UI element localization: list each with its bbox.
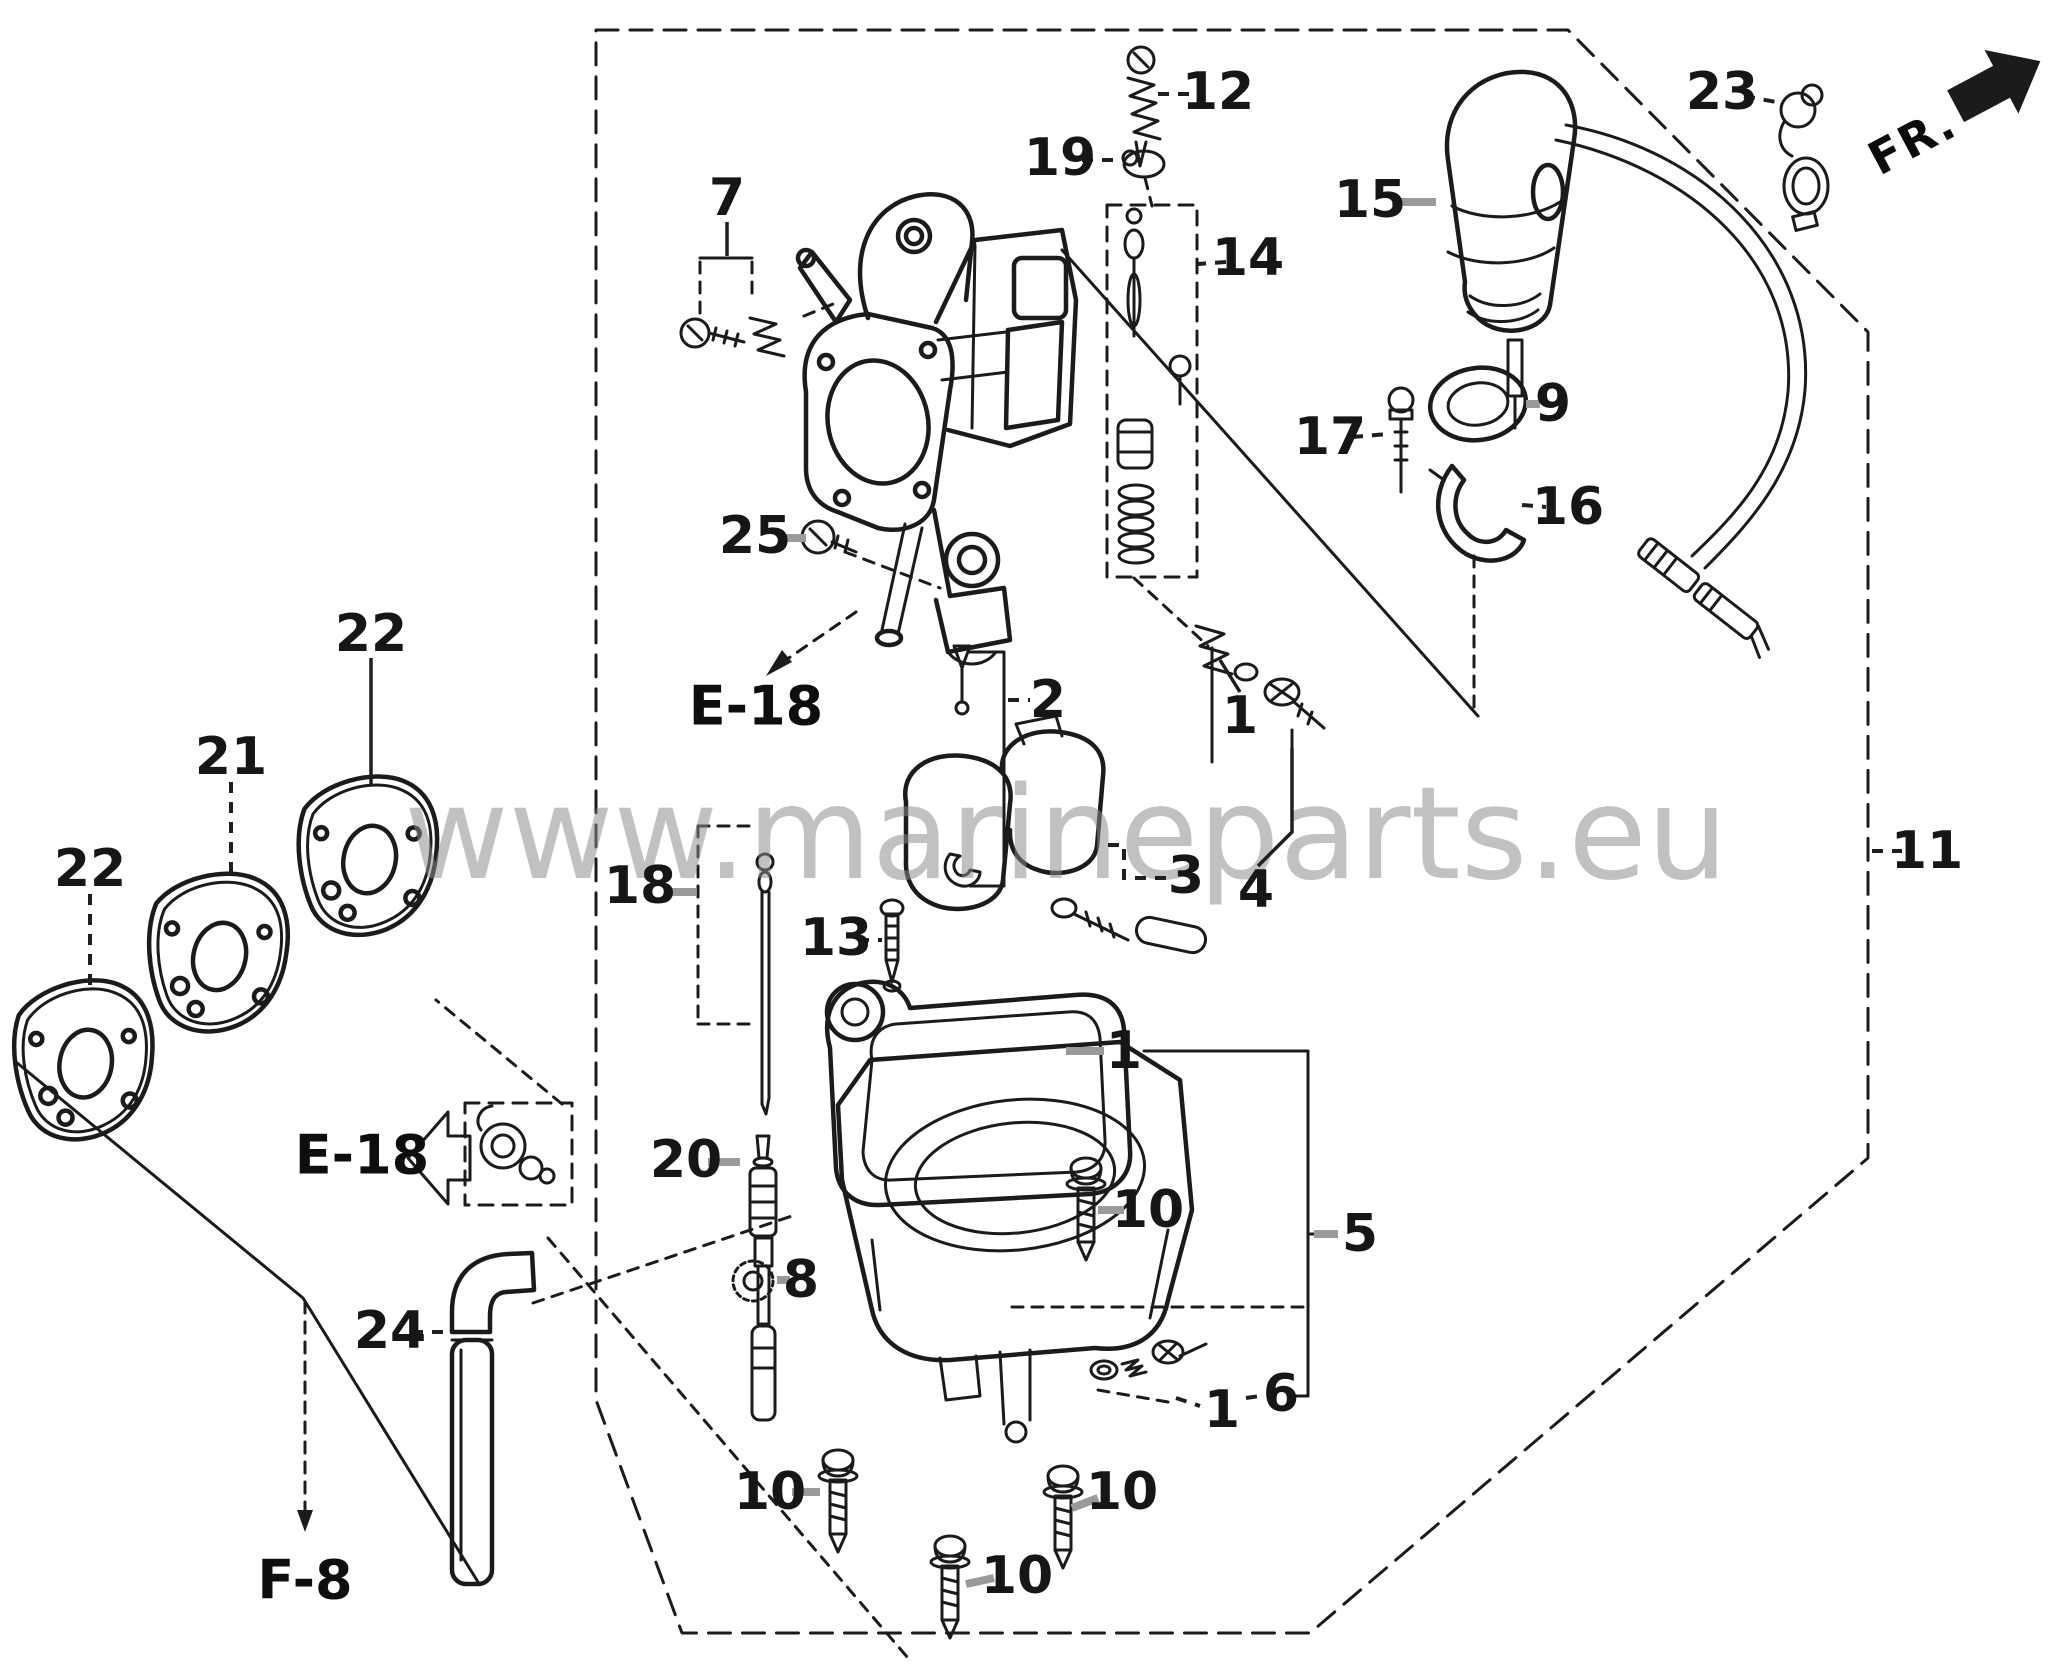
part-number-label: 10 [981, 1546, 1053, 1606]
part-number-label: 3 [1168, 846, 1204, 906]
part-number-label: 9 [1535, 374, 1571, 434]
part-7-screw-spring [679, 316, 786, 358]
pointer-lines [434, 176, 1480, 1660]
leader-line [1351, 432, 1389, 439]
leader-line [1743, 94, 1777, 104]
leader-line [1175, 1396, 1201, 1408]
part-2-float-valve [943, 644, 982, 888]
part-number-label: 14 [1212, 228, 1284, 288]
leader-line [1256, 748, 1294, 868]
part-18-jet-needle [696, 824, 775, 1116]
part-number-label: 4 [1238, 860, 1274, 920]
part-number-label: 16 [1532, 477, 1604, 537]
part-1-screw-set [1194, 624, 1326, 730]
fr-label: FR. [1859, 95, 1965, 185]
part-number-label: 5 [1342, 1204, 1378, 1264]
part-6-drain-screw-set [1089, 1339, 1208, 1404]
part-number-label: 23 [1686, 62, 1758, 122]
fr-direction: FR. [1859, 50, 2041, 186]
section-ref-label: E-18 [689, 675, 823, 738]
leader-line [1245, 1394, 1261, 1400]
part-19-clip [1121, 149, 1166, 179]
float-chamber-bowl [835, 1039, 1195, 1444]
part-14-needle-set-box [1105, 203, 1199, 579]
part-number-label: 8 [783, 1250, 819, 1310]
part-24-hose [449, 1250, 537, 1587]
part-number-label: 2 [1030, 670, 1066, 730]
part-number-label: 20 [650, 1130, 722, 1190]
leader-line [1070, 1494, 1100, 1512]
part-number-label: 10 [1112, 1180, 1184, 1240]
part-number-label: 1 [1222, 686, 1258, 746]
part-number-label: 10 [1086, 1462, 1158, 1522]
watermark: www.marineparts.eu [404, 760, 1728, 909]
leader-line [1100, 843, 1166, 880]
f8-pointer [14, 1060, 480, 1584]
e18-reference-box [463, 1101, 574, 1207]
part-number-label: 19 [1024, 128, 1096, 188]
carburetor-body-sketch [795, 192, 1079, 666]
part-25-screw [800, 519, 858, 555]
part-number-label: 25 [719, 506, 791, 566]
part-9-oring [1427, 365, 1529, 443]
part-20-nozzle [748, 1134, 778, 1422]
part-number-label: 11 [1891, 821, 1963, 881]
part-number-label: 1 [1106, 1021, 1142, 1081]
part-1-gasket-ring [824, 979, 1133, 1208]
part-number-label: 15 [1334, 170, 1406, 230]
part-number-label: 1 [1204, 1380, 1240, 1440]
part-number-label: 22 [54, 839, 126, 899]
part-8-washer [731, 1259, 775, 1303]
section-border [594, 28, 1870, 1635]
section-ref-label: F-8 [257, 1549, 352, 1612]
part-15-spark-plug-cap [1444, 69, 1808, 660]
part-number-label: 10 [734, 1462, 806, 1522]
part-23-clamp [1778, 83, 1830, 232]
leader-line [1521, 503, 1547, 509]
leader-line [1218, 659, 1242, 693]
part-number-label: 13 [800, 908, 872, 968]
part-number-label: 6 [1263, 1364, 1299, 1424]
part-number-label: 12 [1182, 62, 1254, 122]
gasket-21 [144, 870, 294, 1036]
part-number-label: 17 [1294, 407, 1366, 467]
part-number-label: 18 [604, 856, 676, 916]
part-number-label: 7 [709, 168, 745, 228]
leader-line [1197, 260, 1227, 266]
part-13-screw [879, 898, 905, 993]
part-12-pilot-screw [1126, 45, 1162, 168]
part-17-bolt [1387, 386, 1415, 494]
e18-arrow-icon [406, 1110, 472, 1206]
part-number-label: 24 [354, 1301, 426, 1361]
fr-arrow-icon [1947, 50, 2041, 123]
part-3-float [902, 714, 1208, 955]
section-ref-label: E-18 [295, 1124, 429, 1187]
leader-line [965, 1574, 995, 1588]
part-16-fork-clamp [1428, 463, 1527, 563]
part-number-label: 22 [335, 604, 407, 664]
part-number-label: 21 [195, 727, 267, 787]
